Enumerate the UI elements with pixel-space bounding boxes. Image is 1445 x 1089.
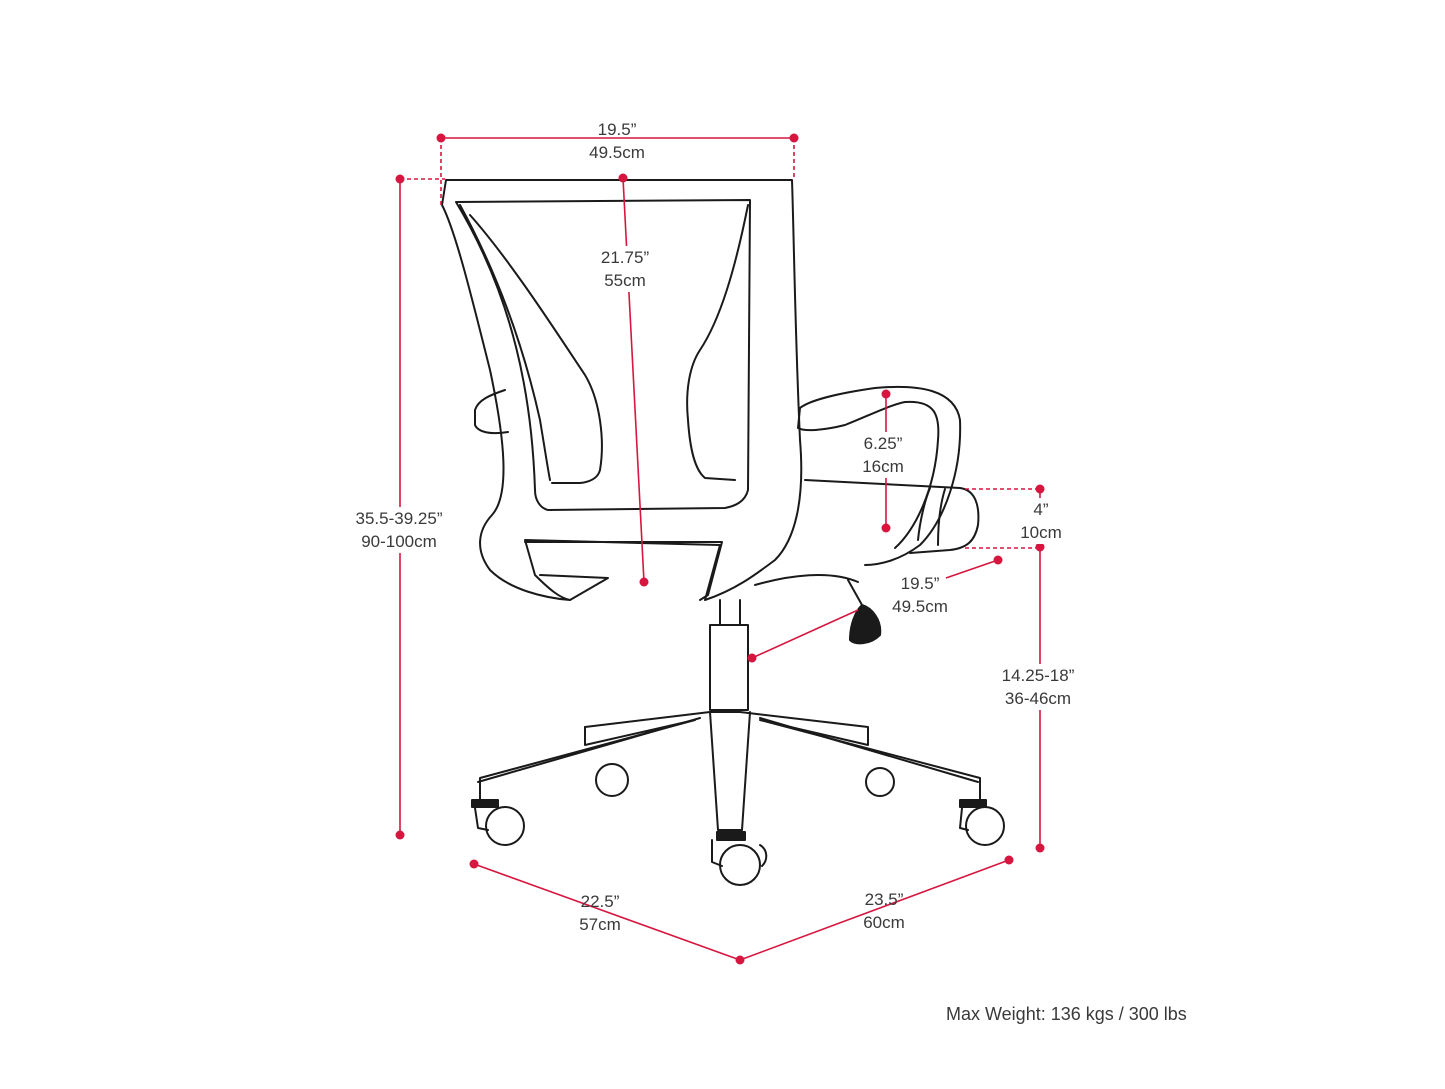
back-height-metric: 55cm: [604, 271, 646, 290]
seat-height-label: 14.25-18” 36-46cm: [1001, 664, 1075, 710]
seat-height-imperial: 14.25-18”: [1001, 666, 1075, 685]
seat-width-label: 19.5” 49.5cm: [892, 572, 948, 618]
seat-thickness-metric: 10cm: [1020, 523, 1062, 542]
seat-height-metric: 36-46cm: [1004, 689, 1072, 708]
base-depth-metric: 57cm: [579, 915, 621, 934]
armrest-height-imperial: 6.25”: [863, 434, 903, 453]
seat-width-metric: 49.5cm: [892, 597, 948, 616]
base-depth-label: 22.5” 57cm: [579, 890, 621, 936]
back-width-imperial: 19.5”: [597, 120, 637, 139]
back-height-label: 21.75” 55cm: [600, 246, 650, 292]
dimension-lines: [395, 133, 1045, 965]
base-width-imperial: 23.5”: [864, 890, 904, 909]
back-height-imperial: 21.75”: [600, 248, 650, 267]
chair-outline: [441, 179, 1005, 886]
seat-thickness-imperial: 4”: [1033, 500, 1049, 519]
armrest-height-label: 6.25” 16cm: [862, 432, 904, 478]
overall-height-metric: 90-100cm: [361, 532, 437, 551]
back-width-label: 19.5” 49.5cm: [589, 118, 645, 164]
base-depth-imperial: 22.5”: [580, 892, 620, 911]
base-width-metric: 60cm: [863, 913, 905, 932]
seat-thickness-label: 4” 10cm: [1020, 498, 1062, 544]
overall-height-label: 35.5-39.25” 90-100cm: [355, 507, 443, 553]
max-weight-note: Max Weight: 136 kgs / 300 lbs: [946, 1004, 1187, 1024]
armrest-height-metric: 16cm: [862, 457, 904, 476]
seat-width-imperial: 19.5”: [900, 574, 940, 593]
base-width-label: 23.5” 60cm: [863, 888, 905, 934]
back-width-metric: 49.5cm: [589, 143, 645, 162]
overall-height-imperial: 35.5-39.25”: [355, 509, 443, 528]
